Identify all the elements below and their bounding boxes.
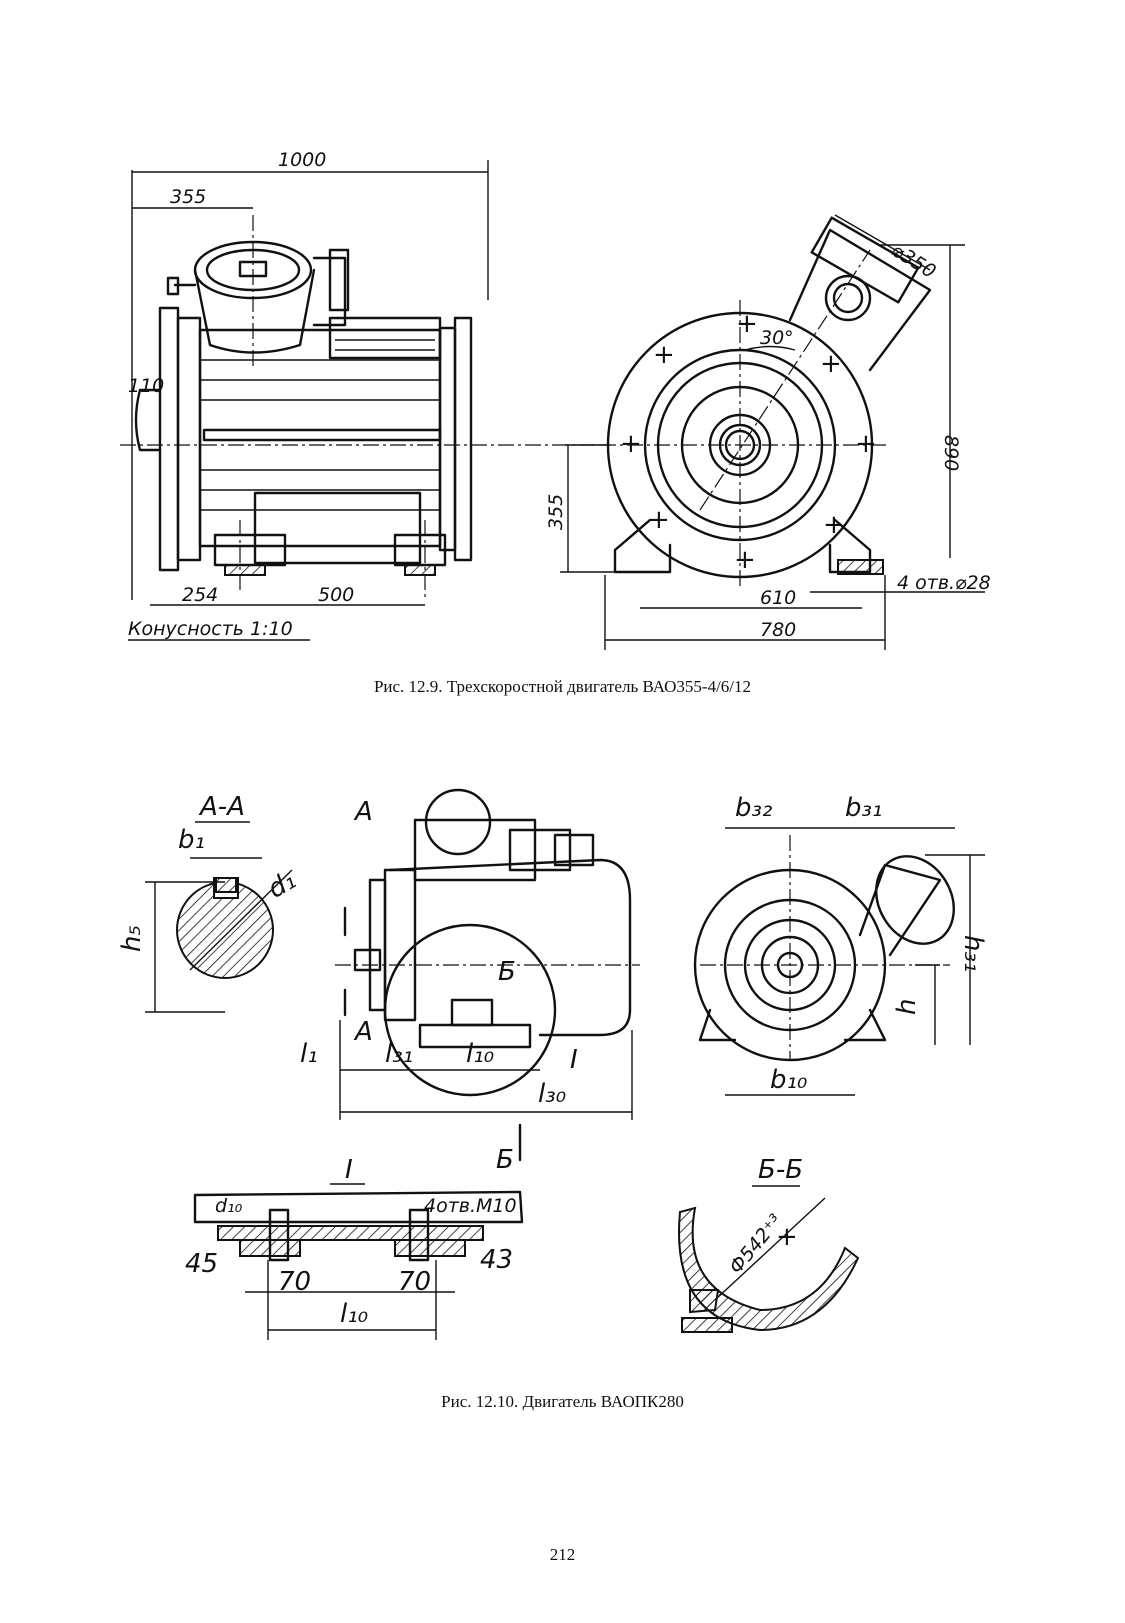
label-detail-i: I <box>570 1045 578 1075</box>
label-h31: h₃₁ <box>958 935 988 972</box>
dim-610: 610 <box>760 587 796 609</box>
holes-4x28: 4 отв.⌀28 <box>897 572 991 594</box>
label-l10: l₁₀ <box>466 1039 495 1069</box>
dim-angle-30: 30° <box>760 327 794 349</box>
motor-end-view: + + + + + + + + <box>600 218 930 590</box>
label-43: 43 <box>480 1245 513 1275</box>
label-h: h <box>892 999 922 1015</box>
svg-text:+: + <box>734 545 756 575</box>
label-l30: l₃₀ <box>538 1079 567 1109</box>
label-b32: b₃₂ <box>735 793 772 823</box>
label-a-top: A <box>353 797 373 827</box>
detail-i: I d₁₀ 4отв.М10 45 43 70 70 l₁₀ <box>185 1155 522 1340</box>
label-70a: 70 <box>278 1267 311 1297</box>
section-b-b: Б-Б Ф542⁺³ + <box>679 1155 858 1332</box>
label-b10: b₁₀ <box>770 1065 808 1095</box>
svg-text:+: + <box>620 429 642 459</box>
svg-text:+: + <box>653 340 675 370</box>
label-b-mark-lower: Б <box>496 1145 514 1175</box>
page-number: 212 <box>0 1545 1125 1565</box>
svg-text:+: + <box>648 505 670 535</box>
dim-355-end: 355 <box>545 494 567 530</box>
svg-text:+: + <box>820 349 842 379</box>
label-b31: b₃₁ <box>845 793 882 823</box>
label-holes-m10: 4отв.М10 <box>424 1195 517 1217</box>
section-a-a: A-A h₅ b₁ d₁ <box>117 792 301 1012</box>
figure-12-10-caption: Рис. 12.10. Двигатель ВАОПК280 <box>0 1392 1125 1412</box>
dim-500: 500 <box>318 584 354 606</box>
dim-355-top: 355 <box>170 186 206 208</box>
svg-text:+: + <box>823 510 845 540</box>
figure-12-9-caption: Рис. 12.9. Трехскоростной двигатель ВАО3… <box>0 677 1125 697</box>
label-a-bottom: A <box>353 1017 373 1047</box>
dim-1000: 1000 <box>278 149 326 171</box>
label-70b: 70 <box>398 1267 431 1297</box>
taper-label: Конусность 1:10 <box>128 618 293 640</box>
section-aa-label: A-A <box>198 792 245 822</box>
label-b-mark: Б <box>498 957 516 987</box>
section-bb-label: Б-Б <box>758 1155 803 1185</box>
motor2-end-view: b₃₂ b₃₁ h₃₁ h b₁₀ <box>695 793 988 1095</box>
label-d10: d₁₀ <box>215 1195 243 1217</box>
dim-254: 254 <box>182 584 218 606</box>
dim-890: 890 <box>940 435 962 471</box>
label-b1: b₁ <box>178 825 205 855</box>
svg-text:+: + <box>776 1222 798 1252</box>
label-l1: l₁ <box>300 1039 318 1069</box>
svg-text:+: + <box>736 309 758 339</box>
svg-text:+: + <box>855 429 877 459</box>
figure-12-9: 1000 355 110 254 500 Конусность 1:10 <box>120 149 991 650</box>
label-l31: l₃₁ <box>385 1039 413 1069</box>
label-d1: d₁ <box>263 865 301 904</box>
dim-110: 110 <box>128 375 164 397</box>
detail-i-label: I <box>345 1155 353 1185</box>
figure-12-10: A-A h₅ b₁ d₁ <box>117 790 988 1340</box>
dim-780: 780 <box>760 619 796 641</box>
label-h5: h₅ <box>117 925 147 952</box>
label-l10-detail: l₁₀ <box>340 1299 369 1329</box>
motor2-side-view: A A Б Б I l₁ l₃₁ l₁₀ l₃₀ <box>300 790 640 1175</box>
label-45: 45 <box>185 1249 218 1279</box>
motor-side-view <box>120 215 600 600</box>
